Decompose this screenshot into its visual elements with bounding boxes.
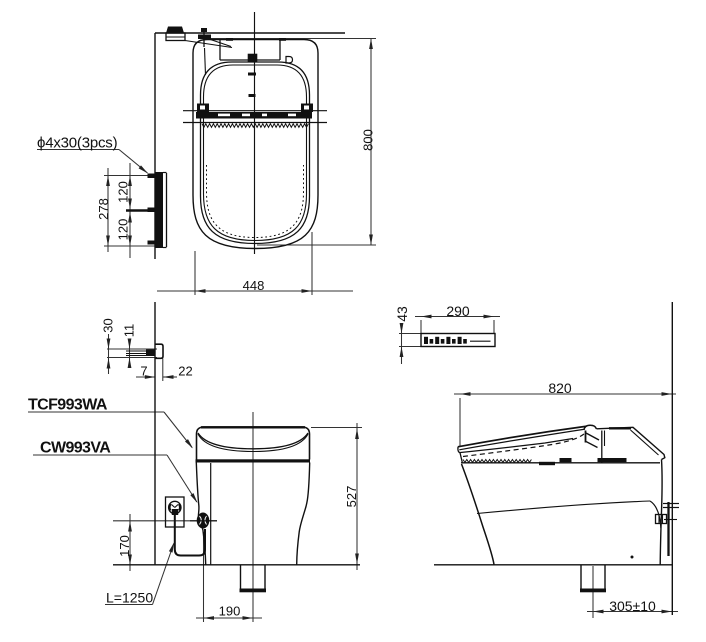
svg-text:TCF993WA: TCF993WA: [28, 397, 108, 414]
svg-text:L=1250: L=1250: [106, 590, 153, 606]
svg-text:800: 800: [360, 129, 375, 151]
svg-text:820: 820: [548, 380, 572, 396]
svg-text:190: 190: [219, 604, 241, 619]
svg-text:170: 170: [117, 535, 132, 557]
svg-text:290: 290: [446, 303, 470, 319]
svg-text:527: 527: [344, 486, 359, 508]
svg-text:22: 22: [178, 364, 192, 379]
svg-text:CW993VA: CW993VA: [40, 440, 111, 457]
svg-text:43: 43: [394, 306, 410, 322]
svg-text:305±10: 305±10: [609, 598, 656, 614]
svg-text:120: 120: [116, 181, 131, 203]
svg-text:120: 120: [116, 219, 131, 241]
svg-text:11: 11: [122, 324, 137, 338]
svg-text:ϕ4x30(3pcs): ϕ4x30(3pcs): [37, 135, 118, 152]
svg-text:448: 448: [243, 278, 265, 293]
svg-text:278: 278: [96, 198, 111, 220]
svg-text:30: 30: [100, 318, 115, 332]
svg-text:7: 7: [140, 364, 147, 379]
